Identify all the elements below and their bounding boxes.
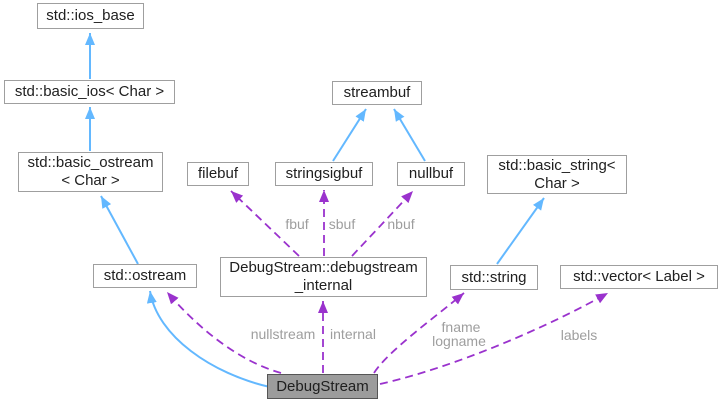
edge-label-fbuf: fbuf [285,216,309,232]
edge-string-basicstring [496,197,545,265]
node-label: DebugStream [276,377,369,395]
node-std-string[interactable]: std::string [450,265,538,290]
node-std-basic-string[interactable]: std::basic_string< Char > [487,155,627,194]
node-label: std::ios_base [46,7,135,24]
node-label-line1: std::basic_string< [498,156,616,174]
edge-label-internal: internal [330,326,376,342]
edge-stringsigbuf-streambuf [332,108,367,162]
node-label: std::basic_ios< Char > [14,83,165,100]
edge-label-nullstream: nullstream [250,326,316,342]
edge-label-fname: fname [441,319,481,335]
edge-nullbuf-streambuf [393,108,426,162]
edge-label-labels: labels [560,327,598,343]
edge-label-logname: logname [432,333,486,349]
node-label-line2: < Char > [61,172,120,189]
node-label: filebuf [197,165,239,182]
node-label: nullbuf [408,165,454,182]
node-std-basic-ios[interactable]: std::basic_ios< Char > [4,80,175,104]
node-std-ios-base[interactable]: std::ios_base [37,3,144,29]
node-label-line2: _internal [294,277,353,294]
node-label-line1: std::basic_ostream [27,154,154,171]
node-label: std::vector< Label > [573,268,705,285]
node-debugstream-current: DebugStream [267,374,378,399]
node-stringsigbuf[interactable]: stringsigbuf [275,162,373,186]
node-filebuf[interactable]: filebuf [187,162,249,186]
node-streambuf[interactable]: streambuf [332,81,422,105]
node-label: std::string [461,268,527,286]
node-nullbuf[interactable]: nullbuf [397,162,465,186]
edge-ostream-basicostream [100,195,139,265]
node-label-line1: DebugStream::debugstream [229,259,418,276]
node-label-line2: Char > [534,174,580,192]
edge-label-sbuf: sbuf [328,216,356,232]
node-std-basic-ostream[interactable]: std::basic_ostream < Char > [18,152,163,192]
node-label: stringsigbuf [285,165,363,182]
edge-label-nbuf: nbuf [387,216,415,232]
node-label: streambuf [343,84,411,101]
node-std-ostream[interactable]: std::ostream [93,264,197,288]
node-debugstream-internal[interactable]: DebugStream::debugstream _internal [220,257,427,297]
node-std-vector-label[interactable]: std::vector< Label > [560,265,718,289]
node-label: std::ostream [103,267,187,284]
